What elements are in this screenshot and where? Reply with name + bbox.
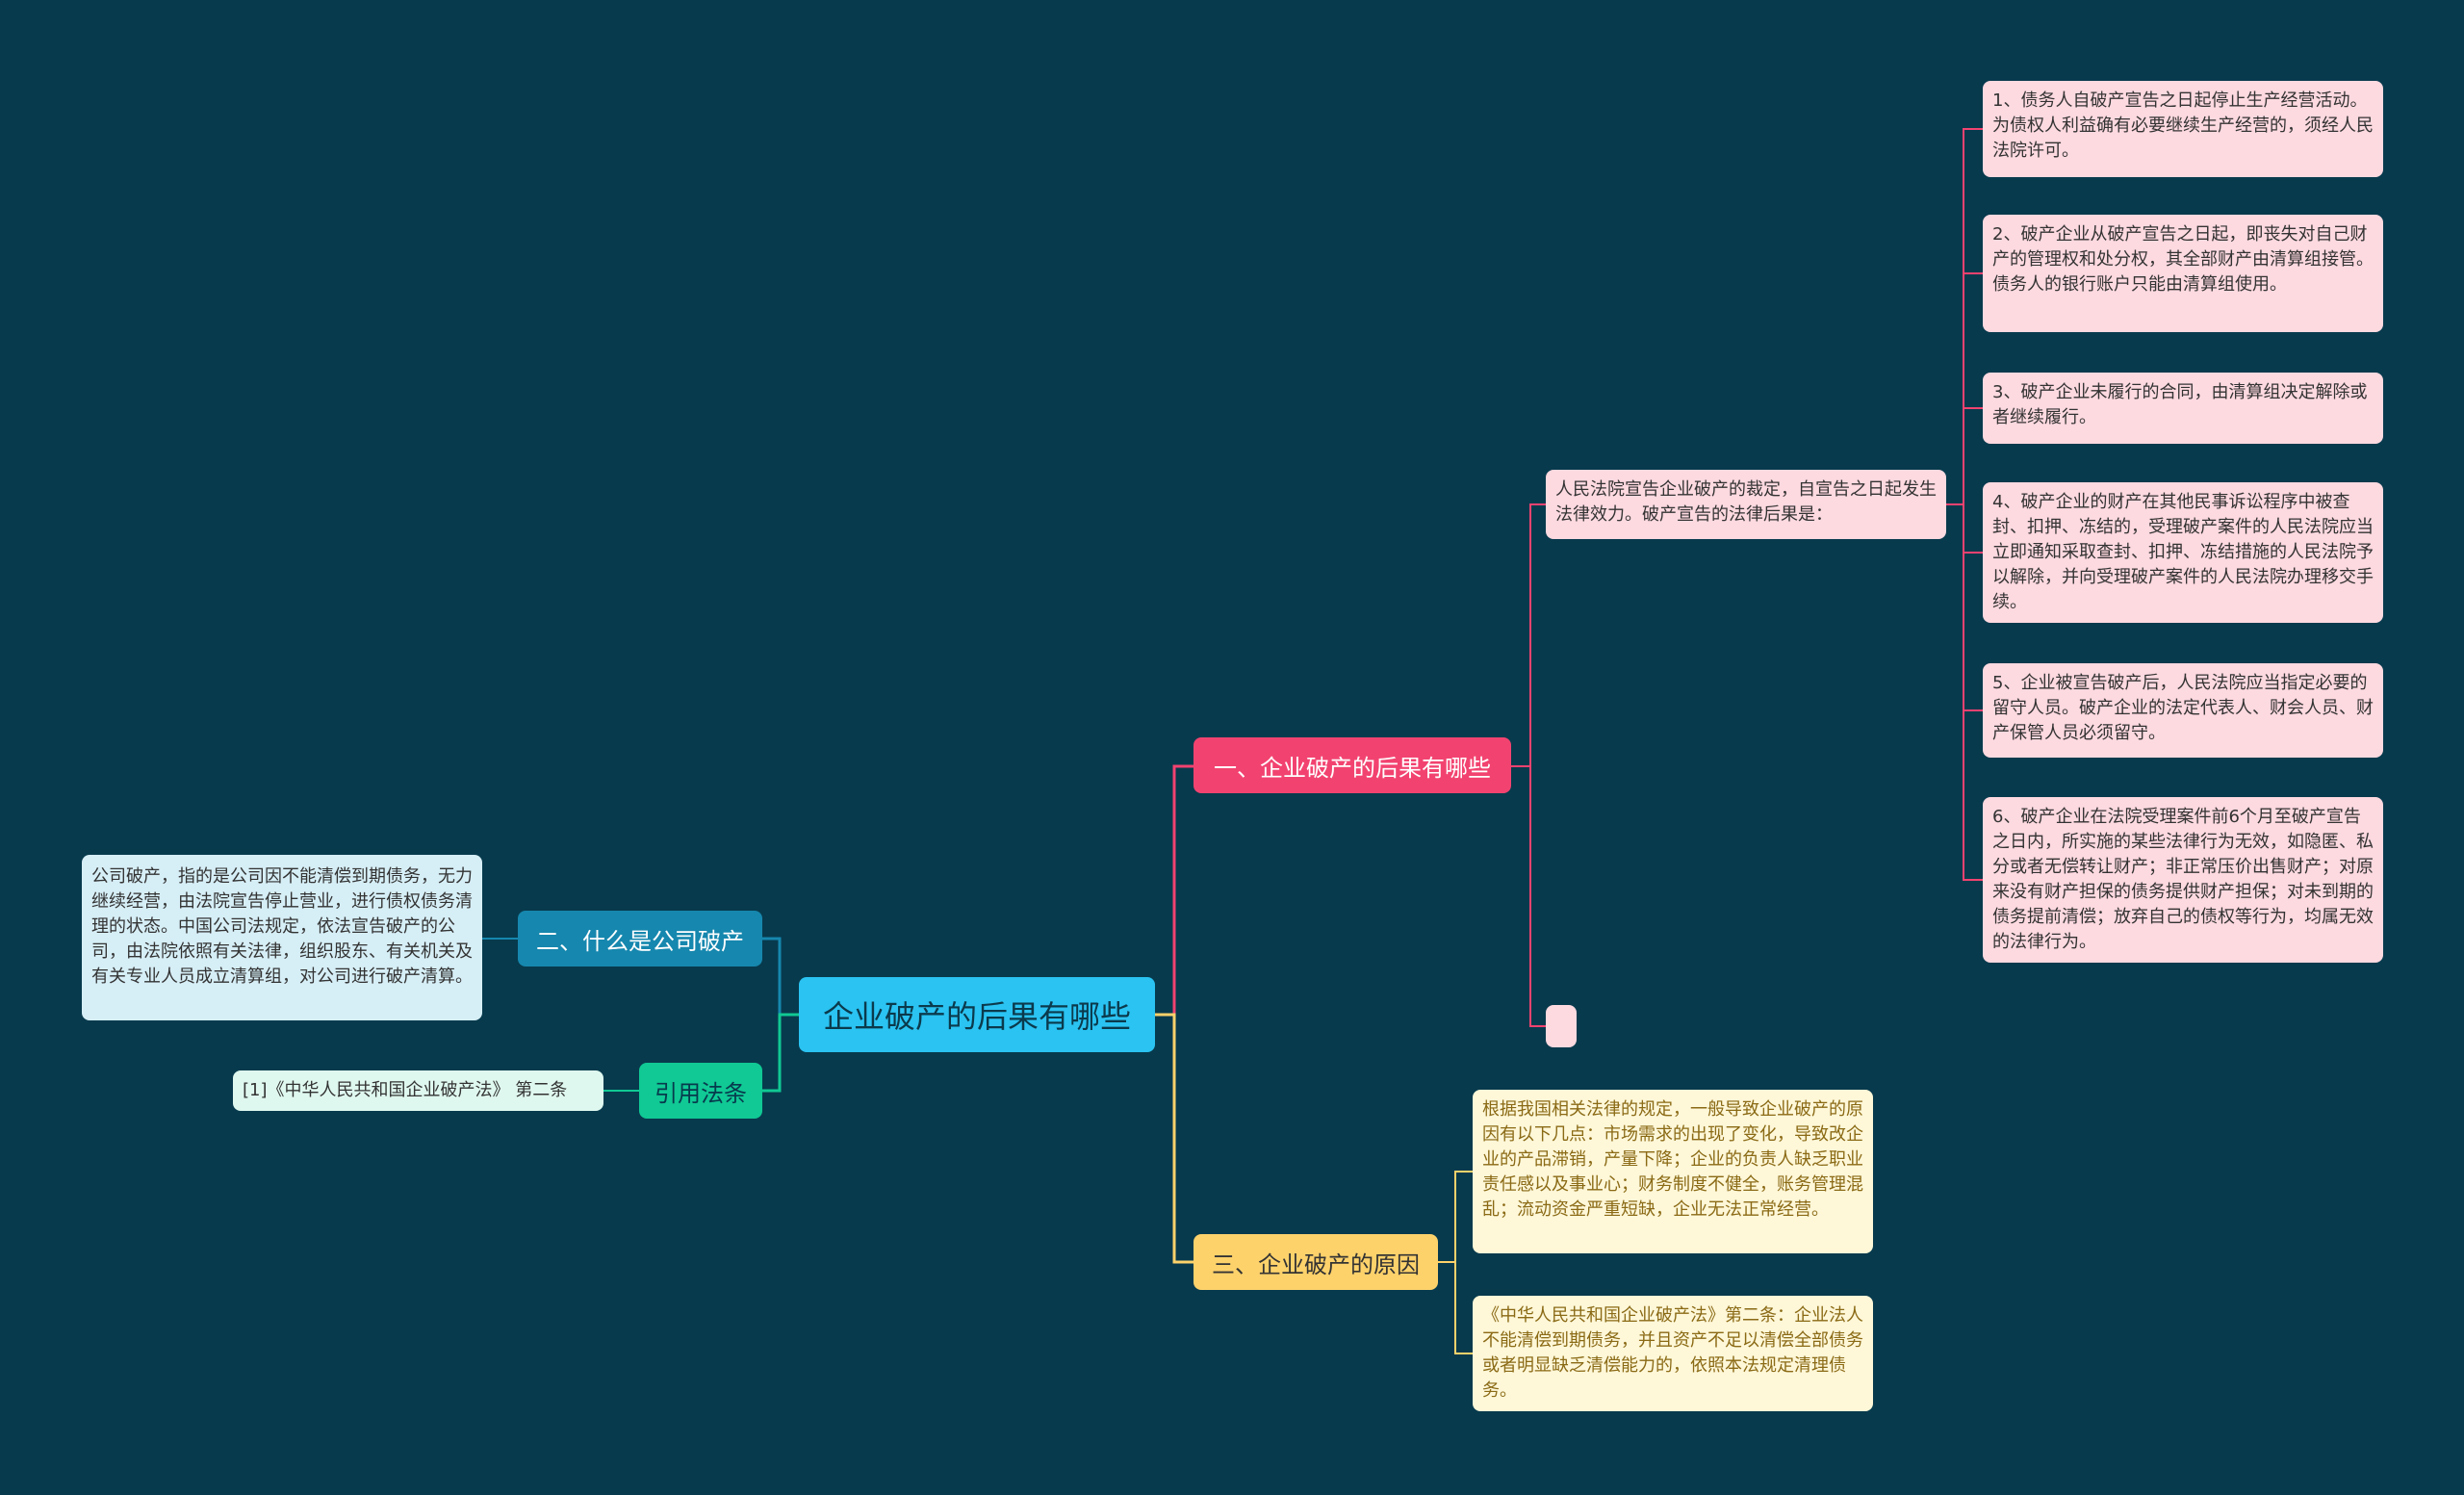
consequence-item-1-text: 1、债务人自破产宣告之日起停止生产经营活动。为债权人利益确有必要继续生产经营的，… (1992, 90, 2374, 161)
definition-text-node[interactable]: 公司破产，指的是公司因不能清偿到期债务，无力继续经营，由法院宣告停止营业，进行债… (82, 855, 482, 1020)
cause-item-1-text: 根据我国相关法律的规定，一般导致企业破产的原因有以下几点：市场需求的出现了变化，… (1482, 1099, 1863, 1220)
branch-consequences[interactable]: 一、企业破产的后果有哪些 (1194, 737, 1511, 793)
consequence-item-2[interactable]: 2、破产企业从破产宣告之日起，即丧失对自己财产的管理权和处分权，其全部财产由清算… (1983, 215, 2383, 332)
branch-citation-label: 引用法条 (654, 1079, 747, 1107)
citation-text-node[interactable]: [1]《中华人民共和国企业破产法》 第二条 (233, 1070, 603, 1111)
branch-citation[interactable]: 引用法条 (639, 1063, 762, 1119)
link-causes-item2 (1438, 1261, 1473, 1354)
cause-item-2-text: 《中华人民共和国企业破产法》第二条：企业法人不能清偿到期债务，并且资产不足以清偿… (1482, 1305, 1863, 1401)
branch-definition-label: 二、什么是公司破产 (536, 927, 744, 955)
consequences-intro-node[interactable]: 人民法院宣告企业破产的裁定，自宣告之日起发生法律效力。破产宣告的法律后果是： (1546, 470, 1946, 539)
branch-causes-label: 三、企业破产的原因 (1212, 1250, 1420, 1278)
link-intro-item2 (1946, 272, 1983, 505)
consequence-item-2-text: 2、破产企业从破产宣告之日起，即丧失对自己财产的管理权和处分权，其全部财产由清算… (1992, 224, 2374, 295)
consequence-item-5[interactable]: 5、企业被宣告破产后，人民法院应当指定必要的留守人员。破产企业的法定代表人、财会… (1983, 663, 2383, 758)
link-causes-item1 (1438, 1171, 1473, 1263)
consequence-item-6[interactable]: 6、破产企业在法院受理案件前6个月至破产宣告之日内，所实施的某些法律行为无效，如… (1983, 797, 2383, 963)
consequences-empty-node[interactable] (1546, 1005, 1577, 1047)
cause-item-2[interactable]: 《中华人民共和国企业破产法》第二条：企业法人不能清偿到期债务，并且资产不足以清偿… (1473, 1296, 1873, 1411)
definition-text: 公司破产，指的是公司因不能清偿到期债务，无力继续经营，由法院宣告停止营业，进行债… (91, 866, 473, 987)
branch-causes[interactable]: 三、企业破产的原因 (1194, 1234, 1438, 1290)
link-root-definition (762, 937, 799, 1017)
consequences-intro-text: 人民法院宣告企业破产的裁定，自宣告之日起发生法律效力。破产宣告的法律后果是： (1555, 479, 1937, 525)
link-intro-item6 (1946, 503, 1983, 881)
link-intro-item5 (1946, 503, 1983, 711)
consequence-item-5-text: 5、企业被宣告破产后，人民法院应当指定必要的留守人员。破产企业的法定代表人、财会… (1992, 673, 2374, 743)
consequence-item-3-text: 3、破产企业未履行的合同，由清算组决定解除或者继续履行。 (1992, 382, 2368, 427)
consequence-item-4-text: 4、破产企业的财产在其他民事诉讼程序中被查封、扣押、冻结的，受理破产案件的人民法… (1992, 492, 2374, 612)
link-root-citation (762, 1013, 799, 1093)
link-intro-item1 (1946, 128, 1983, 505)
consequence-item-1[interactable]: 1、债务人自破产宣告之日起停止生产经营活动。为债权人利益确有必要继续生产经营的，… (1983, 81, 2383, 177)
link-root-causes (1155, 1013, 1194, 1264)
link-intro-item3 (1946, 407, 1983, 505)
consequence-item-3[interactable]: 3、破产企业未履行的合同，由清算组决定解除或者继续履行。 (1983, 373, 2383, 444)
cause-item-1[interactable]: 根据我国相关法律的规定，一般导致企业破产的原因有以下几点：市场需求的出现了变化，… (1473, 1090, 1873, 1253)
branch-definition[interactable]: 二、什么是公司破产 (518, 911, 762, 967)
root-topic-label: 企业破产的后果有哪些 (822, 998, 1131, 1035)
link-root-consequences (1155, 764, 1194, 1017)
branch-consequences-label: 一、企业破产的后果有哪些 (1214, 754, 1491, 782)
citation-text: [1]《中华人民共和国企业破产法》 第二条 (243, 1080, 568, 1100)
link-intro-item4 (1946, 503, 1983, 554)
consequence-item-4[interactable]: 4、破产企业的财产在其他民事诉讼程序中被查封、扣押、冻结的，受理破产案件的人民法… (1983, 482, 2383, 623)
link-consequences-intro (1511, 503, 1546, 767)
link-consequences-empty (1511, 765, 1546, 1027)
root-topic[interactable]: 企业破产的后果有哪些 (799, 977, 1155, 1052)
consequence-item-6-text: 6、破产企业在法院受理案件前6个月至破产宣告之日内，所实施的某些法律行为无效，如… (1992, 807, 2374, 952)
